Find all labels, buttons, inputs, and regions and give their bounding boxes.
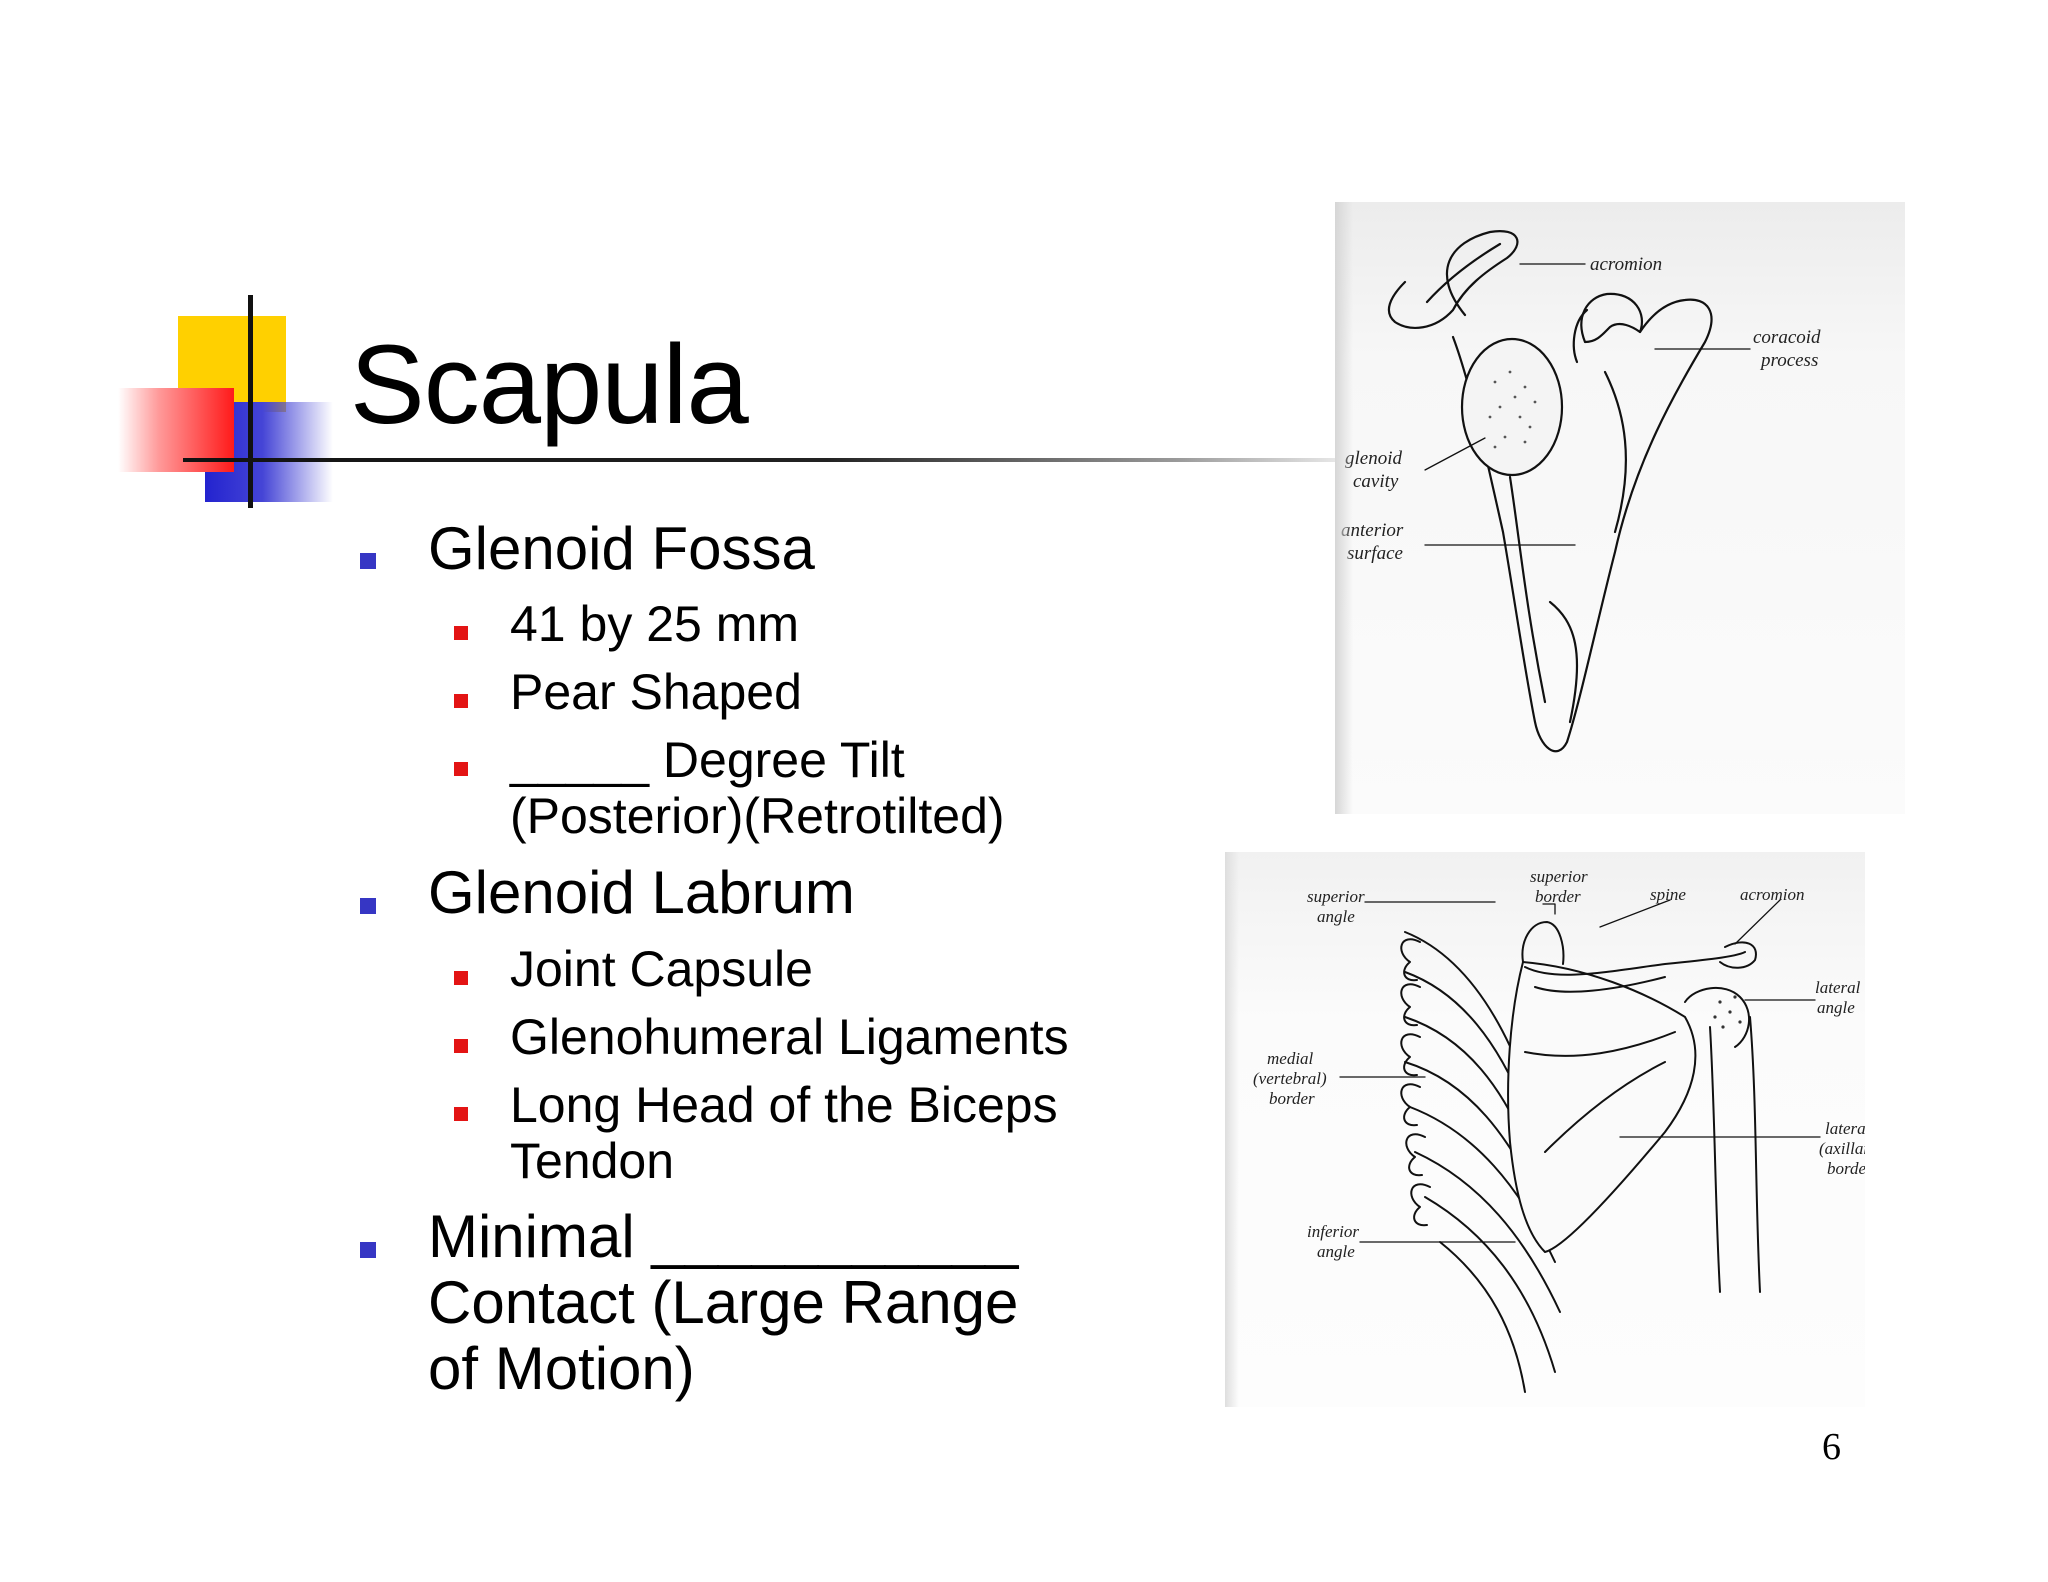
bullet-marker-red — [454, 694, 468, 708]
label-cavity: cavity — [1353, 471, 1399, 492]
bullet-marker-blue — [360, 1242, 376, 1258]
bullet-marker-red — [454, 626, 468, 640]
label-anterior: anterior — [1341, 520, 1404, 541]
label-superior-angle-2: angle — [1317, 907, 1355, 926]
label-superior-border-1: superior — [1530, 867, 1588, 886]
label-inferior-angle-2: angle — [1317, 1242, 1355, 1261]
decor-vertical-line — [248, 295, 253, 508]
sub-bullet-ligaments: Glenohumeral Ligaments — [510, 1009, 1069, 1065]
label-acromion-bottom: acromion — [1740, 885, 1805, 904]
scapula-anterior-drawing: acromion coracoid process glenoid cavity… — [1341, 230, 1821, 753]
sub-bullet-tilt-line1: _____ Degree Tilt — [510, 732, 905, 788]
label-acromion: acromion — [1590, 254, 1662, 275]
bullet-marker-red — [454, 1107, 468, 1121]
label-medial-3: border — [1269, 1089, 1315, 1108]
sub-bullet-size: 41 by 25 mm — [510, 596, 800, 652]
label-surface: surface — [1347, 543, 1403, 564]
bullet-minimal-line3: of Motion) — [428, 1335, 695, 1402]
label-inferior-angle-1: inferior — [1307, 1222, 1359, 1241]
label-process: process — [1759, 350, 1818, 371]
label-lateral-border-1: lateral — [1825, 1119, 1865, 1138]
bullet-minimal-line1: Minimal ___________ — [428, 1203, 1019, 1270]
label-lateral-border-3: border — [1827, 1159, 1865, 1178]
sub-bullet-biceps-line1: Long Head of the Biceps — [510, 1077, 1058, 1133]
sub-bullet-tilt-line2: (Posterior)(Retrotilted) — [510, 788, 1005, 844]
bullet-glenoid-labrum: Glenoid Labrum — [428, 859, 855, 926]
slide-title: Scapula — [350, 322, 749, 447]
label-spine: spine — [1650, 885, 1686, 904]
scapula-posterior-illustration: superior angle superior border spine acr… — [1225, 852, 1865, 1407]
label-lateral-border-2: (axillary) — [1819, 1139, 1865, 1158]
bullet-marker-red — [454, 971, 468, 985]
label-lateral-angle-1: lateral — [1815, 978, 1861, 997]
title-underline — [183, 458, 1353, 462]
bullet-marker-red — [454, 762, 468, 776]
sub-bullet-biceps-line2: Tendon — [510, 1133, 675, 1189]
label-medial-1: medial — [1267, 1049, 1314, 1068]
sub-bullet-shape: Pear Shaped — [510, 664, 802, 720]
label-superior-angle-1: superior — [1307, 887, 1365, 906]
scapula-anterior-illustration: acromion coracoid process glenoid cavity… — [1335, 202, 1905, 814]
scapula-posterior-drawing: superior angle superior border spine acr… — [1253, 867, 1865, 1393]
label-coracoid: coracoid — [1753, 327, 1821, 348]
bullet-minimal-line2: Contact (Large Range — [428, 1269, 1019, 1336]
bullet-marker-blue — [360, 898, 376, 914]
bullet-marker-blue — [360, 553, 376, 569]
label-lateral-angle-2: angle — [1817, 998, 1855, 1017]
bullet-glenoid-fossa: Glenoid Fossa — [428, 515, 815, 582]
label-superior-border-2: border — [1535, 887, 1581, 906]
label-glenoid: glenoid — [1345, 448, 1402, 469]
sub-bullet-joint-capsule: Joint Capsule — [510, 941, 813, 997]
bullet-marker-red — [454, 1039, 468, 1053]
page-number: 6 — [1822, 1426, 1841, 1468]
label-medial-2: (vertebral) — [1253, 1069, 1327, 1088]
